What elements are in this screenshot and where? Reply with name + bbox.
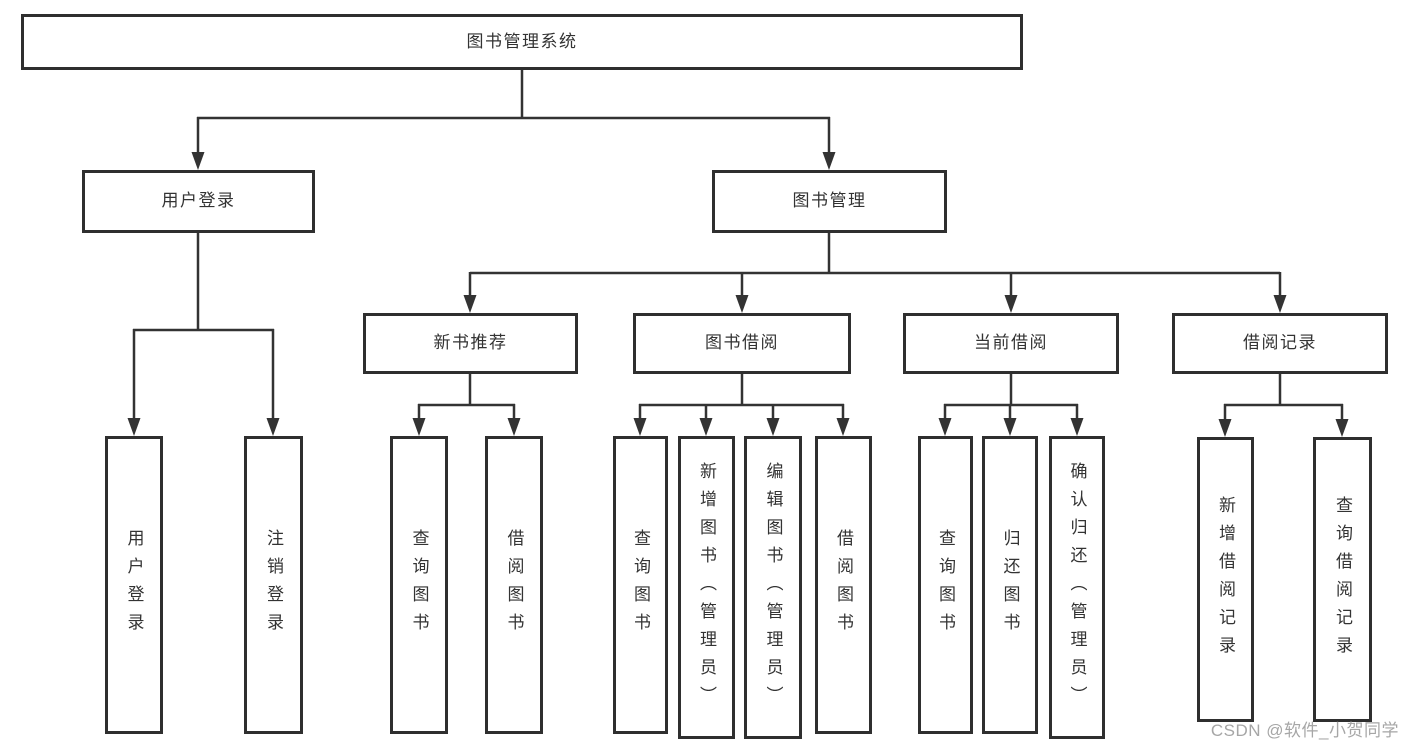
leaf-add-borrow-record: 新增借阅记录 xyxy=(1197,437,1254,722)
leaf-confirm-return-admin: 确认归还（管理员） xyxy=(1049,436,1105,739)
leaf-borrow-books: 借阅图书 xyxy=(815,436,872,734)
leaf-query-books-recommend: 查询图书 xyxy=(390,436,448,734)
leaf-edit-books-admin: 编辑图书（管理员） xyxy=(744,436,802,739)
leaf-logout: 注销登录 xyxy=(244,436,303,734)
leaf-query-borrow-record: 查询借阅记录 xyxy=(1313,437,1372,722)
node-book-management: 图书管理 xyxy=(712,170,947,233)
leaf-add-books-admin: 新增图书（管理员） xyxy=(678,436,735,739)
node-current-borrowing: 当前借阅 xyxy=(903,313,1119,374)
leaf-query-books-current: 查询图书 xyxy=(918,436,973,734)
node-new-book-recommend: 新书推荐 xyxy=(363,313,578,374)
watermark: CSDN @软件_小贺同学 xyxy=(1210,721,1399,740)
leaf-return-books: 归还图书 xyxy=(982,436,1038,734)
node-borrowing-records: 借阅记录 xyxy=(1172,313,1388,374)
node-book-borrowing: 图书借阅 xyxy=(633,313,851,374)
leaf-query-books-borrowing: 查询图书 xyxy=(613,436,668,734)
leaf-borrow-books-recommend: 借阅图书 xyxy=(485,436,543,734)
leaf-user-login: 用户登录 xyxy=(105,436,163,734)
node-user-login: 用户登录 xyxy=(82,170,315,233)
node-library-management-system: 图书管理系统 xyxy=(21,14,1023,70)
